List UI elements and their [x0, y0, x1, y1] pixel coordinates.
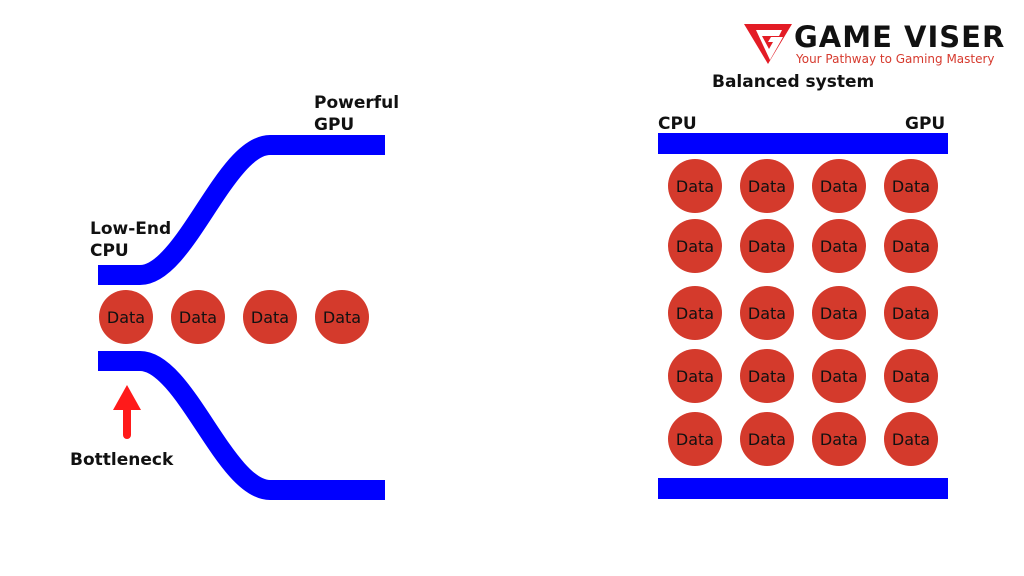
data-bubble-label: Data	[676, 367, 714, 386]
data-bubble-circle	[812, 412, 866, 466]
data-bubble: Data	[812, 412, 866, 466]
data-bubble: Data	[315, 290, 369, 344]
balanced-system-title: Balanced system	[712, 72, 875, 92]
data-bubble-circle	[740, 349, 794, 403]
bottleneck-label: Bottleneck	[70, 450, 174, 470]
data-bubble-label: Data	[323, 308, 361, 327]
data-bubble-label: Data	[748, 367, 786, 386]
data-bubble: Data	[740, 412, 794, 466]
data-bubble: Data	[99, 290, 153, 344]
bottleneck-arrow-icon	[113, 385, 141, 439]
low-end-cpu-line1: Low-End	[90, 219, 172, 239]
data-bubble: Data	[884, 286, 938, 340]
data-bubble-circle	[243, 290, 297, 344]
data-bubble: Data	[884, 349, 938, 403]
data-bubble-circle	[315, 290, 369, 344]
low-end-cpu-label: Low-End CPU	[90, 218, 171, 262]
data-bubble: Data	[668, 412, 722, 466]
data-bubble: Data	[812, 286, 866, 340]
data-bubble-circle	[812, 349, 866, 403]
data-bubble-label: Data	[748, 237, 786, 256]
data-bubble-label: Data	[820, 367, 858, 386]
data-bubble-circle	[884, 219, 938, 273]
data-bubble-label: Data	[251, 308, 289, 327]
data-bubble-label: Data	[892, 177, 930, 196]
logo-tagline: Your Pathway to Gaming Mastery	[796, 52, 995, 66]
data-bubble-circle	[668, 412, 722, 466]
cpu-label: CPU	[658, 114, 697, 134]
data-bubble-circle	[884, 159, 938, 213]
data-bubble-circle	[171, 290, 225, 344]
data-bubble-label: Data	[748, 177, 786, 196]
powerful-gpu-line1: Powerful	[314, 93, 400, 113]
gameviser-logo: GAME VISER Your Pathway to Gaming Master…	[742, 18, 1014, 70]
data-bubble: Data	[668, 219, 722, 273]
data-bubble: Data	[740, 286, 794, 340]
data-bubble-circle	[812, 159, 866, 213]
data-bubble: Data	[740, 159, 794, 213]
data-bubble: Data	[812, 219, 866, 273]
data-bubble-circle	[812, 286, 866, 340]
data-bubble-label: Data	[820, 304, 858, 323]
data-bubble: Data	[884, 159, 938, 213]
data-bubble-circle	[812, 219, 866, 273]
data-bubble-circle	[884, 349, 938, 403]
powerful-gpu-line2: GPU	[314, 115, 355, 135]
data-bubble: Data	[812, 159, 866, 213]
data-bubble: Data	[740, 349, 794, 403]
data-bubble-circle	[668, 349, 722, 403]
gpu-pipe-top	[98, 135, 385, 285]
data-bubble-circle	[99, 290, 153, 344]
data-bubble-circle	[740, 159, 794, 213]
data-bubble-circle	[740, 286, 794, 340]
data-bubble-circle	[668, 159, 722, 213]
logo-wordmark: GAME VISER	[794, 20, 1006, 54]
data-bubble: Data	[812, 349, 866, 403]
data-bubble-label: Data	[748, 430, 786, 449]
data-bubble-label: Data	[820, 237, 858, 256]
data-bubble-circle	[668, 286, 722, 340]
data-bubble-label: Data	[179, 308, 217, 327]
data-bubble: Data	[171, 290, 225, 344]
data-bubble: Data	[243, 290, 297, 344]
data-bubble: Data	[740, 219, 794, 273]
data-bubble-label: Data	[820, 430, 858, 449]
data-bubble-label: Data	[892, 367, 930, 386]
data-bubble-label: Data	[107, 308, 145, 327]
data-bubble-label: Data	[892, 430, 930, 449]
data-bubble: Data	[668, 286, 722, 340]
data-bubble-circle	[740, 219, 794, 273]
data-bubble-label: Data	[892, 304, 930, 323]
data-bubble: Data	[668, 349, 722, 403]
data-bubble-label: Data	[676, 304, 714, 323]
data-bubble-circle	[884, 412, 938, 466]
low-end-cpu-line2: CPU	[90, 241, 129, 261]
data-bubble-label: Data	[676, 177, 714, 196]
data-bubble-circle	[884, 286, 938, 340]
data-bubble: Data	[884, 412, 938, 466]
data-bubble: Data	[884, 219, 938, 273]
logo-mark-icon	[744, 24, 792, 64]
data-bubble-circle	[668, 219, 722, 273]
powerful-gpu-label: Powerful GPU	[314, 92, 399, 136]
cpu-gpu-bar-top	[658, 133, 948, 154]
cpu-gpu-bar-bottom	[658, 478, 948, 499]
data-bubble-label: Data	[820, 177, 858, 196]
data-bubble-label: Data	[676, 237, 714, 256]
data-bubble-label: Data	[892, 237, 930, 256]
data-bubble-circle	[740, 412, 794, 466]
gpu-pipe-bottom	[98, 351, 385, 500]
gpu-label: GPU	[905, 114, 946, 134]
data-bubble: Data	[668, 159, 722, 213]
data-bubble-label: Data	[748, 304, 786, 323]
data-bubble-label: Data	[676, 430, 714, 449]
